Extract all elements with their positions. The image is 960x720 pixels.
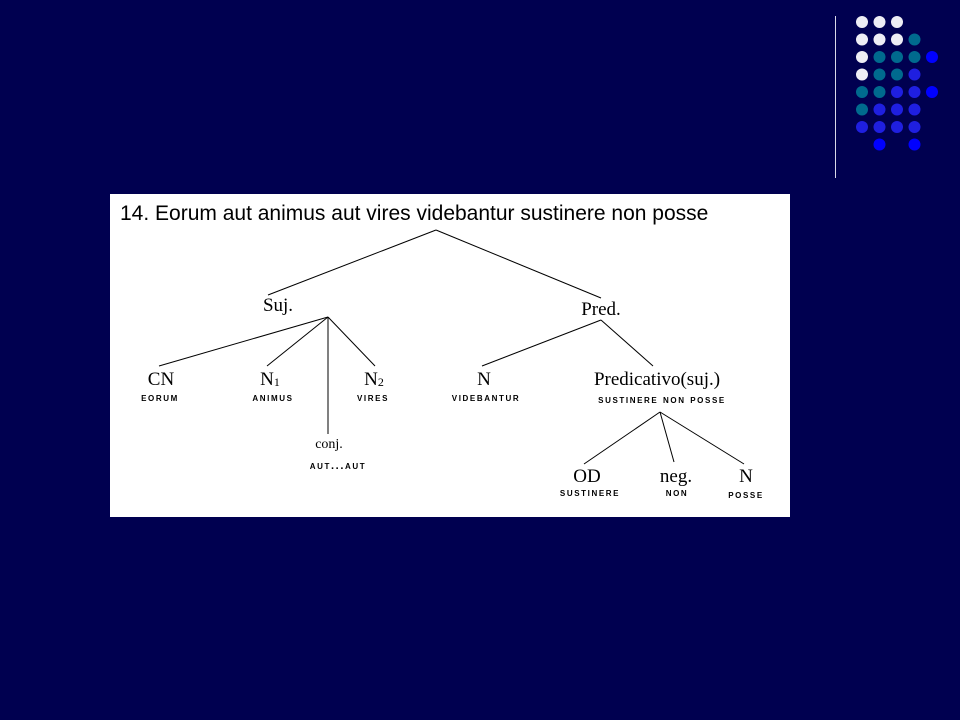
word-eorum: Eorum [141,392,179,404]
decorative-dot [891,51,903,63]
word-non: Non [665,487,689,499]
branch-predicativo-n [659,411,745,465]
node-n2-subscript: 2 [377,375,384,389]
word-sustinere: Sustinere [559,487,621,499]
word-animus: Animus [252,392,294,404]
node-od: OD [573,466,601,487]
node-pred: Pred. [581,299,621,320]
decorative-dot [856,86,868,98]
node-predicativo: Predicativo(suj.) [593,369,721,390]
decorative-dot [873,33,886,46]
decorative-dot [908,103,921,116]
decorative-dot [873,121,886,133]
branch-predicativo-neg [659,411,675,463]
word-sustinere-non-posse: Sustinere non posse [598,394,726,406]
word-vires: Vires [356,392,390,404]
decorative-dot [891,68,903,81]
branch-pred-n [481,319,602,367]
decorative-dot [891,103,903,116]
node-cn: CN [147,369,175,390]
decorative-dot [891,33,903,46]
decorative-dot [908,33,921,46]
syntax-tree-panel: 14. Eorum aut animus aut vires videbantu… [110,194,790,517]
branch-suj-cn [158,316,329,367]
decorative-dot [873,51,886,63]
word-aut-aut: aut...aut [309,460,367,472]
sentence-title: 14. Eorum aut animus aut vires videbantu… [120,202,709,225]
decorative-dot [908,121,921,133]
node-n1: N1 [260,370,280,389]
decorative-dot [891,121,903,133]
node-suj: Suj. [262,295,294,316]
branch-suj-n2 [327,316,376,367]
decorative-dot [873,68,886,81]
branch-predicativo-od [583,411,661,465]
decorative-dot [891,86,903,98]
decorative-dot [908,51,921,63]
decorative-dot [926,51,938,63]
node-n2: N2 [364,370,384,389]
branch-pred-predicativo [600,319,654,367]
decorative-dot [856,103,868,116]
word-posse: Posse [728,489,764,501]
node-conj: conj. [315,437,343,452]
node-neg: neg. [659,466,693,487]
decorative-dot [856,51,868,63]
decorative-dot [908,138,921,151]
decorative-dot-grid [856,16,938,151]
decorative-dot [856,16,868,28]
word-videbantur: Videbantur [451,392,521,404]
decorative-dot [856,33,868,46]
node-n2-letter: N [364,369,378,390]
decorative-dot [873,16,886,28]
tree-branches [158,229,745,465]
decorative-dot [856,68,868,81]
decorative-dot [891,16,903,28]
decorative-dot [873,138,886,151]
branch-root-pred [435,229,602,299]
decorative-dot [926,86,938,98]
decorative-dot [908,68,921,81]
node-n1-subscript: 1 [273,375,280,389]
branch-suj-n1 [266,316,329,367]
decorative-dot [856,121,868,133]
node-n1-letter: N [260,369,274,390]
decorative-dot [873,86,886,98]
node-n-verb: N [477,369,491,390]
branch-root-suj [267,229,437,296]
decorative-dot [908,86,921,98]
node-n-posse: N [739,466,753,487]
decorative-vertical-line [835,16,836,178]
decorative-dot [873,103,886,116]
